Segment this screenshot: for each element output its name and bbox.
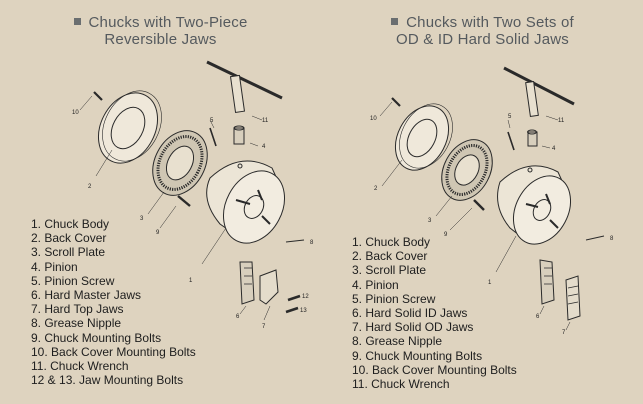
parts-list-item: 3. Scroll Plate [31, 245, 106, 260]
parts-list-item: 2. Back Cover [31, 231, 107, 246]
parts-list-item: 1. Chuck Body [31, 217, 110, 231]
back-cover-bolt [391, 97, 401, 107]
parts-list-item: 11. Chuck Wrench [352, 377, 450, 392]
callout-1: 1 [189, 278, 193, 284]
callout-13: 13 [300, 308, 307, 314]
callout-9: 9 [444, 232, 448, 238]
scroll-plate-part [152, 130, 208, 196]
scroll-plate-part [441, 139, 493, 201]
pinion-screw [507, 131, 515, 151]
heading-line-2: OD & ID Hard Solid Jaws [396, 31, 569, 48]
square-bullet-icon [391, 17, 399, 25]
exploded-chuck-diagram: 1 2 3 4 5 6 7 8 9 10 11 [370, 66, 614, 336]
callout-8: 8 [310, 240, 314, 246]
callout-4: 4 [262, 144, 266, 150]
heading-line-1: Chucks with Two-Piece [88, 14, 248, 31]
parts-list-item: 4. Pinion [31, 259, 78, 274]
callout-7: 7 [562, 330, 566, 336]
mounting-bolt [177, 195, 191, 207]
grease-nipple [285, 239, 305, 243]
square-bullet-icon [73, 17, 81, 25]
parts-list-item: 6. Hard Solid ID Jaws [352, 306, 468, 321]
parts-list-item: 5. Pinion Screw [352, 291, 436, 306]
parts-list-item: 11. Chuck Wrench [31, 359, 129, 374]
parts-list-item: 8. Grease Nipple [31, 316, 122, 331]
callout-7: 7 [262, 324, 266, 330]
callout-5: 5 [508, 114, 512, 120]
top-jaw-part [259, 269, 279, 305]
heading-line-1: Chucks with Two Sets of [406, 14, 574, 31]
pinion-part [233, 125, 245, 145]
jaw-bolt-12 [287, 294, 301, 302]
parts-list: 1. Chuck Body 2. Back Cover 3. Scroll Pl… [352, 235, 517, 391]
id-jaw-part [539, 259, 555, 305]
panel-solid-jaws: Chucks with Two Sets of OD & ID Hard Sol… [322, 0, 643, 404]
heading-line-2: Reversible Jaws [104, 31, 217, 48]
chuck-body-part [497, 165, 572, 245]
callout-8: 8 [610, 236, 614, 242]
parts-list-item: 7. Hard Top Jaws [31, 302, 124, 317]
callout-6: 6 [536, 314, 540, 320]
chuck-wrench-part [503, 66, 575, 117]
back-cover-bolt [93, 91, 103, 101]
callout-4: 4 [552, 146, 556, 152]
callout-3: 3 [140, 216, 144, 222]
callout-10: 10 [72, 110, 79, 116]
grease-nipple [585, 235, 605, 241]
master-jaw-part [239, 261, 255, 305]
mounting-bolt [473, 199, 485, 211]
parts-list-item: 5. Pinion Screw [31, 273, 115, 288]
callout-9: 9 [156, 230, 160, 236]
panel-heading: Chucks with Two-Piece Reversible Jaws [0, 14, 321, 48]
callout-11: 11 [558, 118, 565, 124]
chuck-wrench-part [206, 60, 283, 113]
back-cover-part [394, 103, 453, 171]
od-jaw-part [565, 275, 581, 321]
callout-6: 6 [236, 314, 240, 320]
parts-list-item: 8. Grease Nipple [352, 334, 443, 349]
callout-3: 3 [428, 218, 432, 224]
parts-list-item: 7. Hard Solid OD Jaws [352, 320, 474, 335]
parts-list-item: 1. Chuck Body [352, 235, 431, 249]
panel-two-piece-jaws: Chucks with Two-Piece Reversible Jaws [0, 0, 321, 404]
parts-list-item: 10. Back Cover Mounting Bolts [352, 362, 517, 377]
callout-1: 1 [488, 280, 492, 286]
jaw-bolt-13 [285, 306, 299, 314]
panel-heading: Chucks with Two Sets of OD & ID Hard Sol… [322, 14, 643, 48]
callout-2: 2 [88, 184, 92, 190]
parts-list-item: 10. Back Cover Mounting Bolts [31, 344, 196, 359]
parts-list-item: 12 & 13. Jaw Mounting Bolts [31, 373, 184, 388]
parts-list-item: 3. Scroll Plate [352, 263, 427, 278]
parts-list-item: 9. Chuck Mounting Bolts [352, 348, 483, 363]
callout-11: 11 [262, 118, 269, 124]
pinion-part [527, 129, 538, 147]
parts-list-item: 2. Back Cover [352, 249, 428, 264]
chuck-body-part [206, 160, 285, 244]
callout-10: 10 [370, 116, 377, 122]
parts-list: 1. Chuck Body 2. Back Cover 3. Scroll Pl… [31, 217, 196, 387]
parts-list-item: 6. Hard Master Jaws [31, 288, 142, 303]
callout-2: 2 [374, 186, 378, 192]
parts-list-item: 4. Pinion [352, 277, 399, 292]
pinion-screw [209, 127, 217, 147]
callout-12: 12 [302, 294, 309, 300]
callout-5: 5 [210, 118, 214, 124]
parts-list-item: 9. Chuck Mounting Bolts [31, 330, 162, 345]
exploded-chuck-diagram: 1 2 3 4 5 6 7 8 9 10 11 12 13 [72, 60, 314, 330]
back-cover-part [98, 90, 162, 164]
